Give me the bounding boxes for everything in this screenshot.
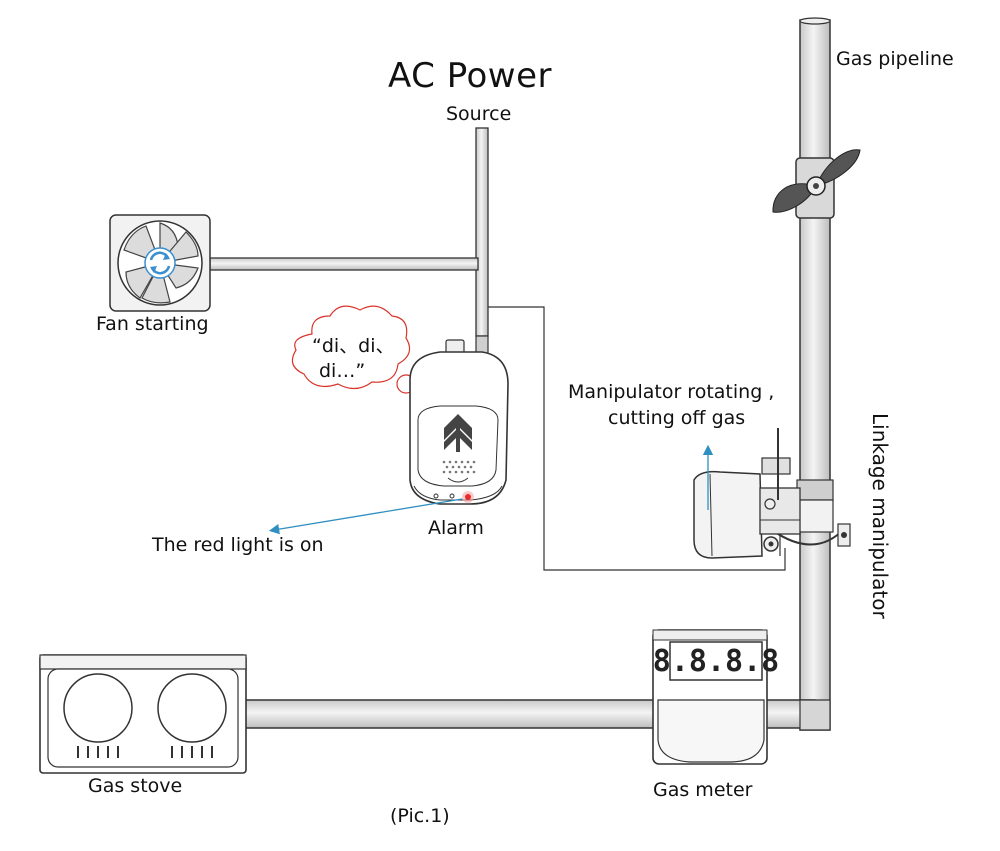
label-linkage-manipulator: Linkage manipulator [868,413,892,619]
linkage-manipulator [693,428,801,559]
power-wires [209,127,786,571]
meter-display: 8.8.8.8 [653,644,779,679]
title-ac-power: AC Power [388,56,553,96]
label-red-light: The red light is on [152,534,324,556]
label-alarm: Alarm [428,517,484,539]
label-manipulator-line-1: Manipulator rotating , [568,381,775,403]
pipe-clamp [771,479,851,547]
gas-meter: 8.8.8.8 [652,629,779,765]
label-gas-meter: Gas meter [653,779,753,801]
alarm-red-light-icon [465,494,471,500]
speech-line-2: di…” [319,360,366,382]
label-gas-stove: Gas stove [88,775,183,797]
wall-fan [109,214,211,312]
gas-pipeline [799,17,831,731]
speech-line-1: “di、di、 [312,335,395,357]
label-fan-starting: Fan starting [96,313,209,335]
label-manipulator-line-2: cutting off gas [608,407,746,429]
gas-stove [39,654,247,774]
label-source: Source [446,103,512,125]
caption: (Pic.1) [390,805,450,827]
red-light-pointer [268,498,463,535]
pipeline-fan-icon [772,149,861,219]
horizontal-gas-pipe [244,699,831,731]
gas-alarm [268,335,509,535]
label-gas-pipeline: Gas pipeline [836,48,954,70]
